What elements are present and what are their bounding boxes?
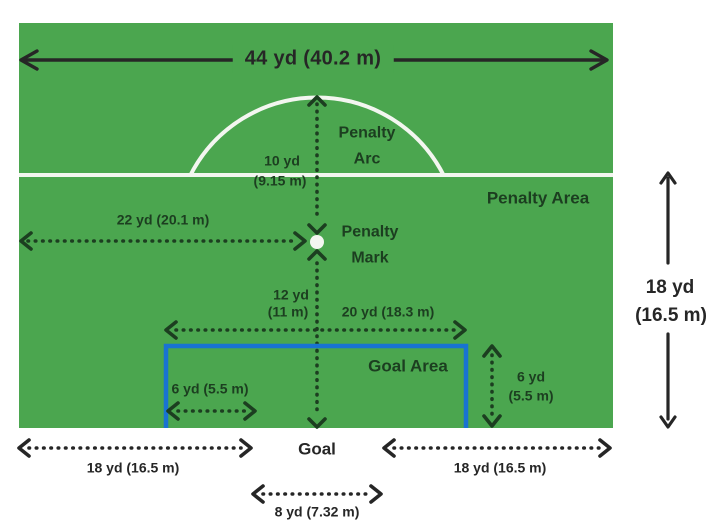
arrow-goal-line-left	[17, 438, 253, 458]
goal-area-depth-yd-label: 6 yd	[516, 368, 546, 385]
arc-radius-m-label: (9.15 m)	[253, 172, 307, 189]
goal-width-label: 8 yd (7.32 m)	[274, 503, 360, 520]
mark-to-goal-m-label: (11 m)	[267, 303, 309, 320]
arrow-penalty-area-depth	[659, 171, 677, 429]
goal-area-width-label: 20 yd (18.3 m)	[341, 303, 435, 320]
goal-label: Goal	[298, 439, 336, 459]
penalty-area-label: Penalty Area	[486, 188, 590, 208]
penalty-mark-label: Penalty Mark	[341, 223, 399, 266]
arrow-goal-area-side	[166, 401, 257, 421]
arrow-goal-line-right	[382, 438, 612, 458]
arc-radius-yd-label: 10 yd	[264, 152, 300, 169]
pitch-field	[19, 23, 613, 428]
goal-area-box	[163, 343, 469, 428]
goal-line-left-label: 18 yd (16.5 m)	[86, 459, 180, 476]
penalty-arc-label: Penalty Arc	[338, 124, 396, 167]
goal-line-right-label: 18 yd (16.5 m)	[453, 459, 547, 476]
mark-to-goal-yd-label: 12 yd	[273, 286, 309, 303]
penalty-area-depth-m-label: (16.5 m)	[635, 305, 707, 327]
field-width-label: 44 yd (40.2 m)	[232, 44, 394, 74]
arrow-goal-area-width	[164, 320, 467, 340]
penalty-mark-dot	[310, 235, 324, 249]
mark-distance-label: 22 yd (20.1 m)	[116, 211, 210, 228]
goal-area-depth-m-label: (5.5 m)	[508, 387, 554, 404]
arrow-arc-radius	[307, 95, 327, 235]
arrow-mark-distance	[19, 231, 307, 251]
goal-area-label: Goal Area	[368, 356, 448, 376]
penalty-area-depth-yd-label: 18 yd	[645, 277, 695, 299]
goal-area-side-label: 6 yd (5.5 m)	[171, 380, 249, 397]
arrow-goal-width	[251, 484, 383, 504]
arrow-mark-to-goal	[307, 249, 327, 429]
arrow-goal-area-depth	[482, 344, 502, 428]
